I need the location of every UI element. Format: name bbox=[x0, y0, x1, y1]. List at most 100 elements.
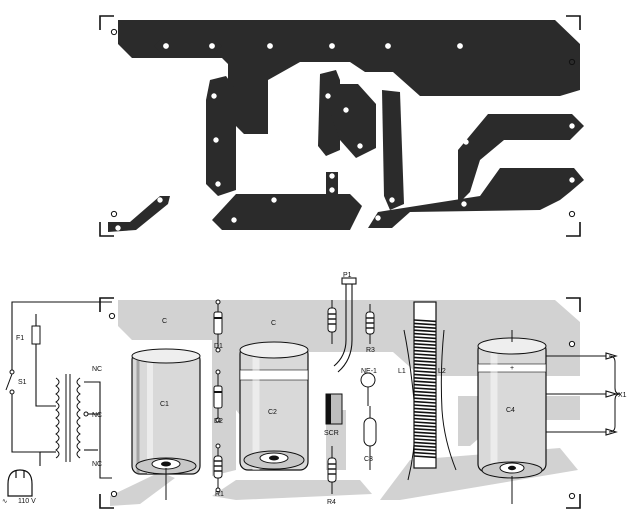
label-f1: F1 bbox=[16, 335, 24, 342]
label-plus: + bbox=[510, 365, 514, 372]
coil-winding bbox=[413, 417, 437, 421]
loose-holes-top bbox=[110, 28, 576, 218]
x1-brace bbox=[608, 355, 621, 433]
label-c-mid: C bbox=[271, 320, 276, 327]
capacitor-c3 bbox=[363, 406, 377, 470]
coil-winding bbox=[413, 356, 437, 360]
coil-winding bbox=[413, 404, 437, 408]
label-scr: SCR bbox=[324, 430, 339, 437]
inductor-coil bbox=[403, 301, 457, 481]
resistor-near-p1 bbox=[327, 300, 337, 344]
label-nc-bot: NC bbox=[92, 461, 102, 468]
coil-winding bbox=[413, 319, 437, 323]
coil-winding bbox=[413, 421, 437, 425]
coil-winding bbox=[413, 407, 437, 411]
label-r3: R3 bbox=[366, 347, 375, 354]
mains-symbol: ∿ bbox=[2, 498, 8, 505]
copper-traces bbox=[108, 20, 584, 232]
external-wiring bbox=[11, 301, 618, 479]
copper-center-block bbox=[330, 84, 376, 158]
copper-pad-trace-a bbox=[154, 40, 222, 52]
label-c2: C2 bbox=[268, 409, 277, 416]
corner-marks-bottom bbox=[99, 297, 581, 509]
transformer bbox=[55, 374, 89, 462]
component-layout: ∿ bbox=[2, 277, 621, 509]
resistor-r1 bbox=[213, 446, 223, 490]
coil-winding bbox=[413, 387, 437, 391]
copper-layout bbox=[99, 15, 584, 237]
coil-winding bbox=[413, 363, 437, 367]
coil-winding bbox=[413, 431, 437, 435]
diode-d2 bbox=[213, 372, 223, 420]
label-nc-top: NC bbox=[92, 366, 102, 373]
resistor-r3 bbox=[365, 304, 375, 344]
copper-bottom-plane bbox=[212, 194, 362, 230]
label-c1: C1 bbox=[160, 401, 169, 408]
coil-winding bbox=[413, 373, 437, 377]
label-mains: 110 V bbox=[18, 498, 36, 505]
component-holes bbox=[108, 299, 576, 500]
coil-winding bbox=[413, 346, 437, 350]
capacitor-c1 bbox=[131, 348, 201, 500]
copper-diagonal-trace bbox=[108, 196, 170, 232]
label-r1: R1 bbox=[215, 491, 224, 498]
coil-winding bbox=[413, 366, 437, 370]
coil-winding bbox=[413, 441, 437, 445]
copper-right-lower bbox=[368, 168, 584, 228]
capacitor-c4 bbox=[477, 330, 547, 504]
resistor-r4 bbox=[327, 446, 337, 494]
copper-small-pad bbox=[326, 172, 338, 196]
label-ne1: NE-1 bbox=[361, 368, 377, 375]
copper-left-column bbox=[206, 76, 236, 196]
label-c4: C4 bbox=[506, 407, 515, 414]
coil-winding bbox=[413, 414, 437, 418]
label-p1: P1 bbox=[343, 272, 352, 279]
coil-winding bbox=[413, 370, 437, 374]
coil-winding bbox=[413, 383, 437, 387]
coil-winding bbox=[413, 428, 437, 431]
coil-winding bbox=[413, 360, 437, 363]
label-c-left: C bbox=[162, 318, 167, 325]
component-labels: F1 S1 NC NC NC 110 V C C1 C C2 D1 D2 R1 … bbox=[16, 272, 627, 506]
switch-s1 bbox=[5, 369, 15, 395]
mains-plug bbox=[7, 469, 33, 497]
label-l1: L1 bbox=[398, 368, 406, 375]
label-c3: C3 bbox=[364, 456, 373, 463]
coil-winding bbox=[413, 411, 437, 414]
coil-winding bbox=[413, 390, 437, 394]
coil-winding bbox=[413, 332, 437, 336]
copper-right-upper bbox=[458, 114, 584, 204]
label-r4: R4 bbox=[327, 499, 336, 506]
coil-winding bbox=[413, 448, 437, 452]
diode-d1 bbox=[213, 302, 223, 350]
coil-winding bbox=[413, 400, 437, 404]
fuse-f1 bbox=[31, 325, 41, 345]
coil-winding bbox=[413, 380, 437, 384]
coil-winding bbox=[413, 322, 437, 326]
potentiometer-p1 bbox=[333, 277, 357, 373]
neon-lamp-ne1 bbox=[360, 372, 376, 406]
label-d1: D1 bbox=[214, 343, 223, 350]
coil-winding bbox=[413, 438, 437, 442]
scr bbox=[325, 393, 343, 425]
coil-winding bbox=[413, 434, 437, 438]
coil-winding bbox=[413, 353, 437, 357]
coil-winding bbox=[413, 343, 437, 346]
drill-holes-top bbox=[115, 43, 575, 231]
coil-winding bbox=[413, 329, 437, 333]
coil-winding bbox=[413, 445, 437, 448]
coil-winding bbox=[413, 451, 437, 455]
coil-winding bbox=[413, 326, 437, 329]
coil-winding bbox=[413, 397, 437, 401]
coil-winding bbox=[413, 336, 437, 340]
label-nc-mid: NC bbox=[92, 412, 102, 419]
coil-winding bbox=[413, 455, 437, 459]
label-x1: X1 bbox=[618, 392, 627, 399]
coil-winding bbox=[413, 424, 437, 428]
coil-winding bbox=[413, 377, 437, 380]
corner-marks-top bbox=[99, 15, 581, 237]
capacitor-c2 bbox=[239, 341, 309, 471]
label-d2: D2 bbox=[214, 418, 223, 425]
label-s1: S1 bbox=[18, 379, 27, 386]
